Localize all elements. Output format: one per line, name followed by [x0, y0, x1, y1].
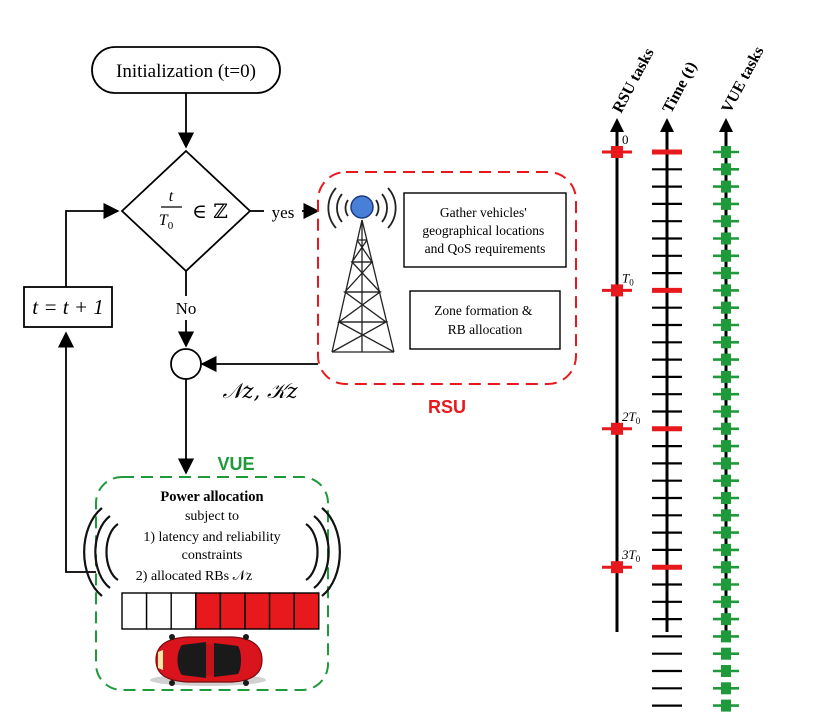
- time-axis-arrowhead: [660, 118, 674, 132]
- increment-label: t = t + 1: [32, 295, 104, 319]
- vue-task-marker: [721, 595, 731, 608]
- resource-blocks: [121, 592, 320, 630]
- vue-task-marker: [721, 370, 731, 383]
- vue-task-marker: [721, 405, 731, 418]
- vue-feedback-line: [57, 331, 96, 573]
- vue-task-marker: [721, 682, 731, 695]
- vue-task-marker: [721, 509, 731, 522]
- decision-denominator: T0: [159, 212, 174, 232]
- vue-task-marker: [721, 578, 731, 591]
- vue-task-marker: [721, 665, 731, 677]
- vue-axis-arrowhead: [719, 118, 733, 132]
- vue-task-marker: [721, 215, 731, 228]
- vue-task-marker: [721, 526, 731, 539]
- car-icon: [150, 634, 266, 686]
- rsu-output-label: 𝒩z, 𝒦z: [222, 379, 298, 403]
- rsu-mark-label: 3T0: [621, 547, 641, 564]
- decision-relation: ∈ ℤ: [192, 199, 228, 223]
- vue-task-marker: [721, 388, 731, 401]
- constraint-1b-label: constraints: [182, 548, 243, 563]
- power-allocation-heading: Power allocation: [160, 489, 263, 505]
- vue-task-marker: [721, 440, 731, 453]
- vue-task-marker: [721, 561, 731, 574]
- rsu-task-marker: [611, 284, 623, 297]
- vue-task-marker: [721, 474, 731, 487]
- yes-label: yes: [272, 203, 295, 222]
- antenna-icon: [350, 195, 374, 219]
- rb-block-allocated: [268, 592, 295, 630]
- rsu-title: RSU: [428, 397, 466, 417]
- vue-task-marker: [721, 457, 731, 470]
- rb-block-free: [170, 592, 197, 630]
- vue-task-marker: [721, 267, 731, 280]
- rb-block-allocated: [219, 592, 246, 630]
- vue-task-marker: [721, 492, 731, 504]
- rsu-mark-label: 0: [622, 132, 629, 147]
- vue-task-marker: [721, 647, 731, 660]
- subject-to-label: subject to: [185, 509, 239, 524]
- increment-box: [23, 286, 113, 328]
- vue-task-marker: [721, 180, 731, 193]
- increment-to-decision-arrow: [65, 202, 120, 287]
- rsu-mark-label: T0: [622, 270, 634, 287]
- cell-tower-icon: [327, 187, 397, 353]
- rsu-container: [317, 171, 577, 385]
- zone-task-label: Zone formation & RB allocation: [434, 303, 536, 337]
- vue-container: [95, 476, 329, 691]
- decision-numerator: t: [169, 188, 174, 205]
- init-label: Initialization (t=0): [116, 61, 256, 82]
- vue-task-marker: [721, 319, 731, 331]
- rsu-axis-label: RSU tasks: [610, 45, 658, 115]
- vue-task-marker: [721, 630, 731, 643]
- rsu-task-marker: [611, 422, 623, 435]
- rsu-mark-label: 2T0: [622, 409, 641, 426]
- rsu-task-marker: [611, 146, 623, 158]
- merge-circle: [170, 348, 202, 380]
- decision-diamond: [120, 149, 252, 273]
- vue-task-marker: [721, 197, 731, 210]
- rb-block-free: [145, 592, 172, 630]
- rb-block-allocated: [293, 592, 320, 630]
- vue-task-marker: [721, 163, 731, 176]
- vue-signal-waves-icon: [83, 507, 341, 597]
- zone-task-box: [409, 290, 561, 350]
- no-label: No: [176, 299, 197, 318]
- rb-block-allocated: [244, 592, 271, 630]
- constraint-1-label: 1) latency and reliability: [143, 530, 280, 545]
- vue-task-marker: [721, 336, 731, 349]
- vue-title: VUE: [217, 454, 254, 474]
- vue-task-marker: [721, 422, 731, 435]
- vue-task-marker: [721, 249, 731, 262]
- vue-task-marker: [721, 146, 731, 158]
- vue-axis-label: VUE tasks: [719, 44, 768, 116]
- vue-task-marker: [721, 543, 731, 556]
- vue-task-marker: [721, 699, 731, 712]
- rb-block-free: [121, 592, 148, 630]
- gather-task-box: [403, 192, 567, 268]
- vue-task-marker: [721, 353, 731, 366]
- rb-block-allocated: [195, 592, 222, 630]
- rsu-task-marker: [611, 561, 623, 574]
- vue-task-marker: [721, 613, 731, 626]
- rsu-axis-arrowhead: [610, 118, 624, 132]
- time-axis-label: Time (t): [660, 59, 701, 116]
- vue-task-marker: [721, 284, 731, 297]
- vue-task-marker: [721, 301, 731, 314]
- gather-task-label: Gather vehicles' geographical locations …: [422, 205, 547, 256]
- vue-task-marker: [721, 232, 731, 245]
- constraint-2-label: 2) allocated RBs 𝒩z: [136, 569, 252, 584]
